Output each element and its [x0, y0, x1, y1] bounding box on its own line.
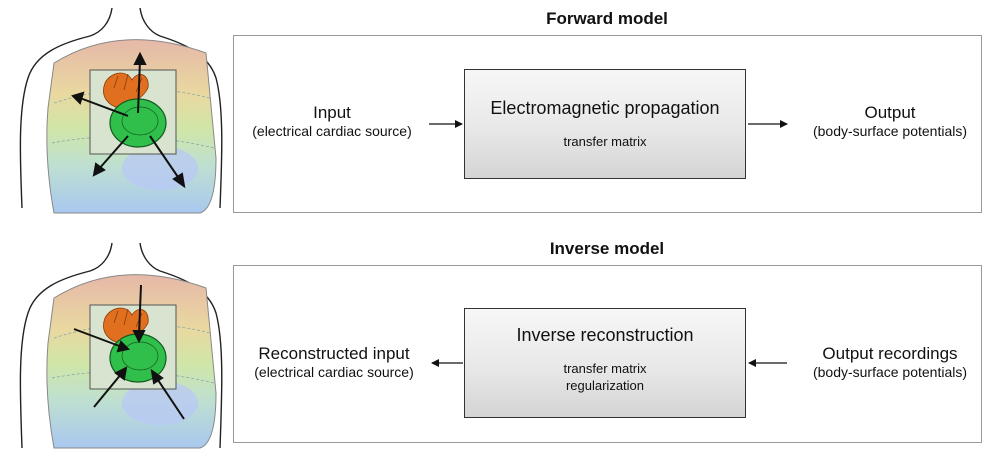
forward-input-label: Input (electrical cardiac source) — [237, 103, 427, 139]
inverse-process-box: Inverse reconstruction transfer matrix r… — [464, 308, 746, 418]
forward-process-title: Electromagnetic propagation — [490, 98, 720, 118]
forward-model-title: Forward model — [546, 9, 668, 28]
forward-torso-heart-illustration — [19, 8, 223, 214]
forward-input-title: Input — [313, 103, 351, 122]
inverse-output-subtitle: (body-surface potentials) — [812, 364, 968, 380]
inverse-output-label: Output recordings (body-surface potentia… — [792, 344, 988, 380]
inverse-process-subtitle-2: regularization — [565, 378, 645, 393]
inverse-input-title: Reconstructed input — [258, 344, 410, 363]
inverse-process-subtitle-1: transfer matrix — [563, 361, 647, 376]
forward-output-title: Output — [864, 103, 916, 122]
inverse-input-subtitle: (electrical cardiac source) — [254, 364, 414, 380]
inverse-model-title: Inverse model — [549, 239, 665, 258]
forward-process-box: Electromagnetic propagation transfer mat… — [464, 69, 746, 179]
forward-process-subtitle: transfer matrix — [563, 134, 647, 149]
inverse-torso-heart-illustration — [19, 242, 223, 449]
forward-input-subtitle: (electrical cardiac source) — [252, 123, 412, 139]
forward-output-subtitle: (body-surface potentials) — [812, 123, 968, 139]
inverse-process-title: Inverse reconstruction — [516, 325, 694, 345]
inverse-output-title: Output recordings — [822, 344, 958, 363]
inverse-input-label: Reconstructed input (electrical cardiac … — [237, 344, 431, 380]
forward-output-label: Output (body-surface potentials) — [792, 103, 988, 139]
